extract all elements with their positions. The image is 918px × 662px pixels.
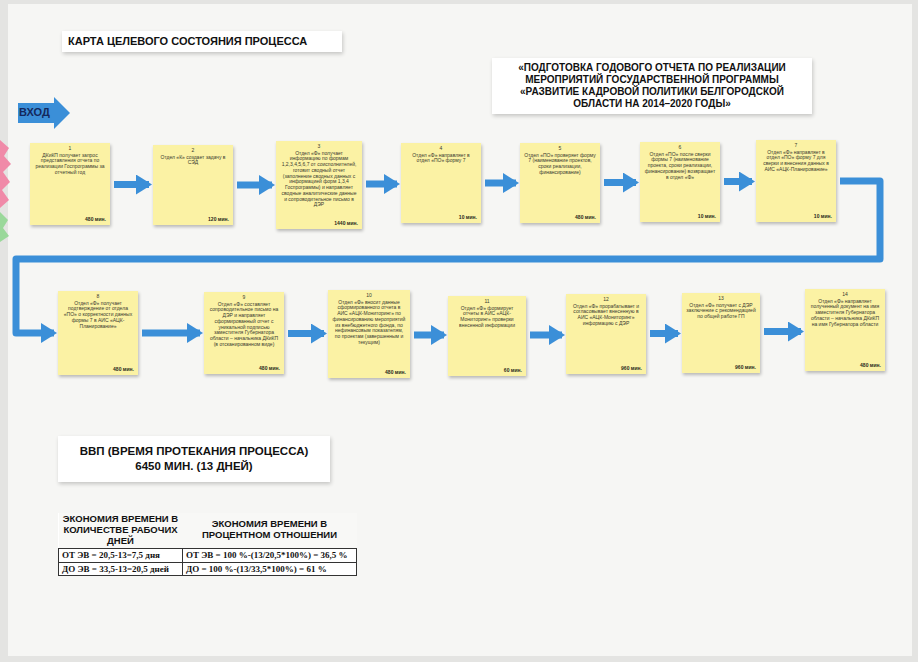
table-header-cell: ЭКОНОМИЯ ВРЕМЕНИ В ПРОЦЕНТНОМ ОТНОШЕНИИ [183,513,357,548]
flow-arrow [237,182,272,189]
step-duration: 480 мин. [259,366,280,372]
step-duration: 10 мин. [814,214,832,220]
process-step-note: 12Отдел «Ф» прорабатывает и согласовывае… [566,294,646,374]
flow-arrow [114,181,149,188]
process-step-note: 2Отдел «К» создает задачу в СЭД 120 мин. [153,145,233,225]
step-description: Отдел «К» создает задачу в СЭД [157,155,229,215]
step-description: ДКиКП получает запрос представления отче… [34,153,106,215]
step-duration: 480 мин. [860,363,881,369]
flow-arrow [764,328,801,335]
flow-arrow [414,332,444,339]
step-number: 7 [795,143,798,149]
step-duration: 480 мин. [85,217,106,223]
process-time-box: ВВП (ВРЕМЯ ПРОТЕКАНИЯ ПРОЦЕССА) 6450 МИН… [58,436,330,482]
table-cell: ДО ЭВ = 33,5-13=20,5 дней [59,562,183,576]
flow-arrow [530,332,562,339]
step-number: 13 [718,296,724,302]
flow-arrow [485,180,516,187]
table-cell: ДО = 100 %-(13/33,5*100%) = 61 % [183,562,357,576]
step-duration: 10 мин. [698,214,716,220]
flow-arrow [366,181,397,188]
green-decoration [0,212,9,242]
step-description: Отдел «Ф» вносит данные сформированного … [332,300,406,368]
step-number: 2 [192,148,195,154]
process-step-note: 3Отдел «Ф» получает информацию по формам… [276,141,362,229]
program-title-card: «ПОДГОТОВКА ГОДОВОГО ОТЧЕТА ПО РЕАЛИЗАЦИ… [492,58,812,114]
process-step-note: 10Отдел «Ф» вносит данные сформированног… [328,290,410,378]
poster-sheet [8,4,912,656]
step-duration: 1440 мин. [334,221,358,227]
process-step-note: 11Отдел «Ф» формирует отчеты в АИС «АЦК-… [448,296,526,376]
step-number: 6 [679,145,682,151]
step-number: 3 [318,144,321,150]
step-number: 5 [559,146,562,152]
savings-table: ЭКОНОМИЯ ВРЕМЕНИ В КОЛИЧЕСТВЕ РАБОЧИХ ДН… [58,513,357,576]
flow-arrow [288,330,324,337]
step-duration: 960 мин. [735,365,756,371]
step-description: Отдел «Ф» направляет в отдел «ПО» форму … [405,153,477,213]
step-duration: 60 мин. [504,368,522,374]
step-description: Отдел «Ф» прорабатывает и согласовывает … [570,304,642,364]
step-number: 12 [603,297,609,303]
step-duration: 120 мин. [208,217,229,223]
step-number: 8 [97,294,100,300]
process-step-note: 7Отдел «Ф» направляет в отдел «ПО» форму… [756,140,836,222]
step-description: Отдел «Ф» направляет полученный документ… [809,299,881,361]
table-cell: ОТ ЭВ = 20,5-13=7,5 дня [59,548,183,562]
pink-decoration [0,140,11,208]
process-step-note: 14Отдел «Ф» направляет полученный докуме… [805,289,885,371]
step-duration: 480 мин. [575,215,596,221]
time-summary: ВВП (ВРЕМЯ ПРОТЕКАНИЯ ПРОЦЕССА) 6450 МИН… [68,444,320,474]
table-row: ДО ЭВ = 33,5-13=20,5 днейДО = 100 %-(13/… [59,562,357,576]
process-step-note: 1ДКиКП получает запрос представления отч… [30,143,110,225]
step-description: Отдел «Ф» составляет сопроводительное пи… [208,302,280,364]
flow-arrow [604,179,636,186]
step-description: Отдел «Ф» получает с ДЭР заключение с ре… [686,303,756,363]
step-number: 4 [440,146,443,152]
step-description: Отдел «Ф» формирует отчеты в АИС «АЦК-Мо… [452,306,522,366]
flow-arrow [724,178,752,185]
flow-arrow [142,330,200,337]
step-number: 1 [69,146,72,152]
process-step-note: 6Отдел «ПО» после сверки формы 7 (наимен… [640,142,720,222]
process-step-note: 13Отдел «Ф» получает с ДЭР заключение с … [682,293,760,373]
step-duration: 10 мин. [459,215,477,221]
step-number: 10 [366,293,372,299]
step-duration: 480 мин. [113,367,134,373]
step-number: 14 [842,292,848,298]
diagram-title: КАРТА ЦЕЛЕВОГО СОСТОЯНИЯ ПРОЦЕССА [68,35,336,48]
table-row: ОТ ЭВ = 20,5-13=7,5 дняОТ ЭВ = 100 %-(13… [59,548,357,562]
entry-label: ВХОД [19,106,50,119]
process-step-note: 8Отдел «Ф» получает подтверждение от отд… [58,291,138,375]
flow-arrow [650,330,678,337]
step-duration: 480 мин. [385,370,406,376]
step-description: Отдел «Ф» направляет в отдел «ПО» форму … [760,150,832,212]
process-step-note: 4Отдел «Ф» направляет в отдел «ПО» форму… [401,143,481,223]
step-number: 11 [484,299,489,305]
process-step-note: 9Отдел «Ф» составляет сопроводительное п… [204,292,284,374]
table-row: ЭКОНОМИЯ ВРЕМЕНИ В КОЛИЧЕСТВЕ РАБОЧИХ ДН… [59,513,357,548]
step-description: Отдел «Ф» получает подтверждение от отде… [62,301,134,365]
step-description: Отдел «Ф» получает информацию по формам … [280,151,358,219]
step-description: Отдел «ПО» проверяет форму 7 (наименован… [524,153,596,213]
step-duration: 960 мин. [621,366,642,372]
step-description: Отдел «ПО» после сверки формы 7 (наимено… [644,152,716,212]
process-step-note: 5Отдел «ПО» проверяет форму 7 (наименова… [520,143,600,223]
title-box: КАРТА ЦЕЛЕВОГО СОСТОЯНИЯ ПРОЦЕССА [62,31,342,52]
program-title: «ПОДГОТОВКА ГОДОВОГО ОТЧЕТА ПО РЕАЛИЗАЦИ… [498,62,806,110]
entry-arrow [18,97,70,129]
table-cell: ОТ ЭВ = 100 %-(13/20,5*100%) = 36,5 % [183,548,357,562]
step-number: 9 [243,295,246,301]
table-header-cell: ЭКОНОМИЯ ВРЕМЕНИ В КОЛИЧЕСТВЕ РАБОЧИХ ДН… [59,513,183,548]
